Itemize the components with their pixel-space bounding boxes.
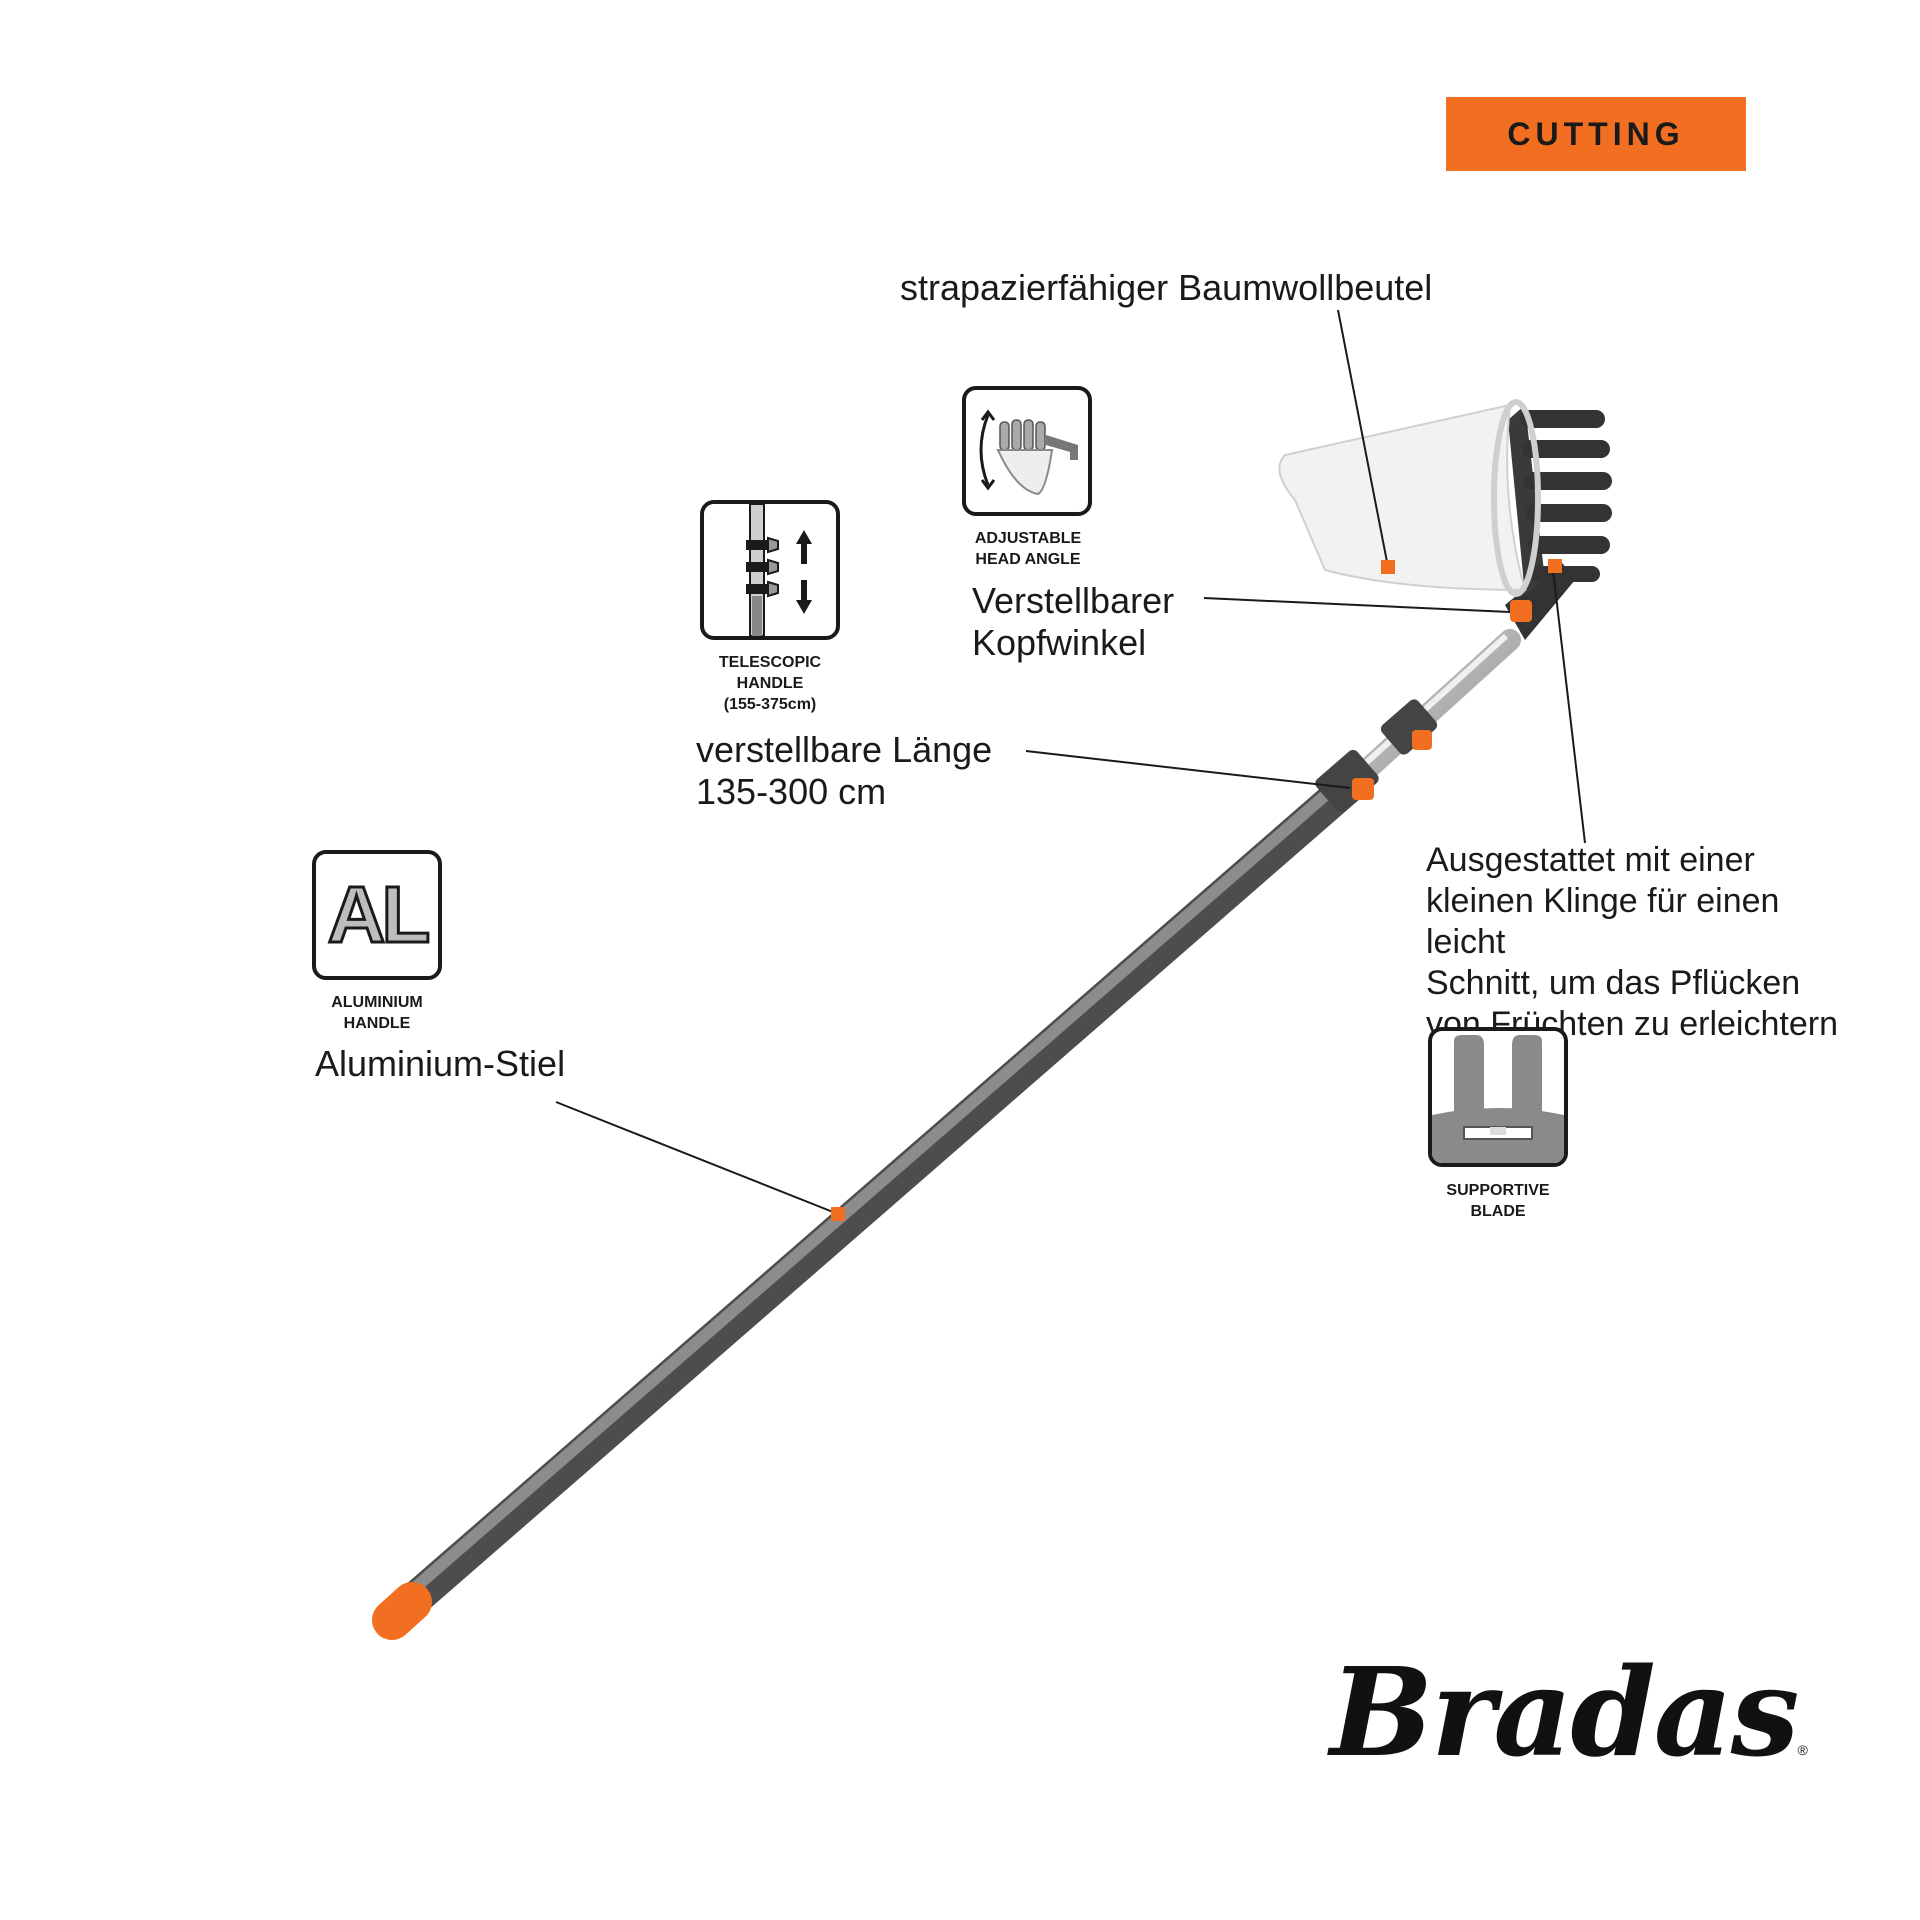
telescopic-handle-caption: TELESCOPIC HANDLE (155-375cm)	[718, 654, 822, 713]
category-badge: CUTTING	[1446, 97, 1746, 171]
supportive-blade-caption: SUPPORTIVE BLADE	[1446, 1182, 1550, 1220]
callout-handle: Aluminium-Stiel	[315, 1043, 566, 1084]
brand-logo-text: Bradas	[1330, 1640, 1798, 1784]
callout-length: verstellbare Länge 135-300 cm	[696, 729, 993, 812]
aluminium-symbol: AL	[326, 869, 432, 961]
adjustable-head-angle-icon	[962, 386, 1092, 516]
callout-blade: Ausgestattet mit einer kleinen Klinge fü…	[1426, 841, 1838, 1043]
pole-end-cap	[372, 1582, 432, 1640]
callout-bag: strapazierfähiger Baumwollbeutel	[900, 267, 1433, 308]
telescopic-clamps	[1315, 699, 1438, 813]
adjustable-head-angle-caption: ADJUSTABLE HEAD ANGLE	[974, 530, 1082, 568]
brand-logo: Bradas®	[1330, 1640, 1808, 1784]
callout-head-angle: Verstellbarer Kopfwinkel	[972, 580, 1175, 663]
registered-mark: ®	[1797, 1742, 1808, 1758]
picker-head	[1505, 405, 1612, 640]
aluminium-handle-icon: AL	[312, 850, 442, 980]
aluminium-handle-caption: ALUMINIUM HANDLE	[331, 994, 423, 1032]
callout-markers	[831, 559, 1562, 1221]
telescopic-handle-icon	[700, 500, 840, 640]
aluminium-pole	[383, 629, 1521, 1629]
supportive-blade-icon	[1428, 1027, 1568, 1167]
leader-lines	[555, 309, 1586, 1215]
cotton-bag	[1278, 399, 1541, 597]
